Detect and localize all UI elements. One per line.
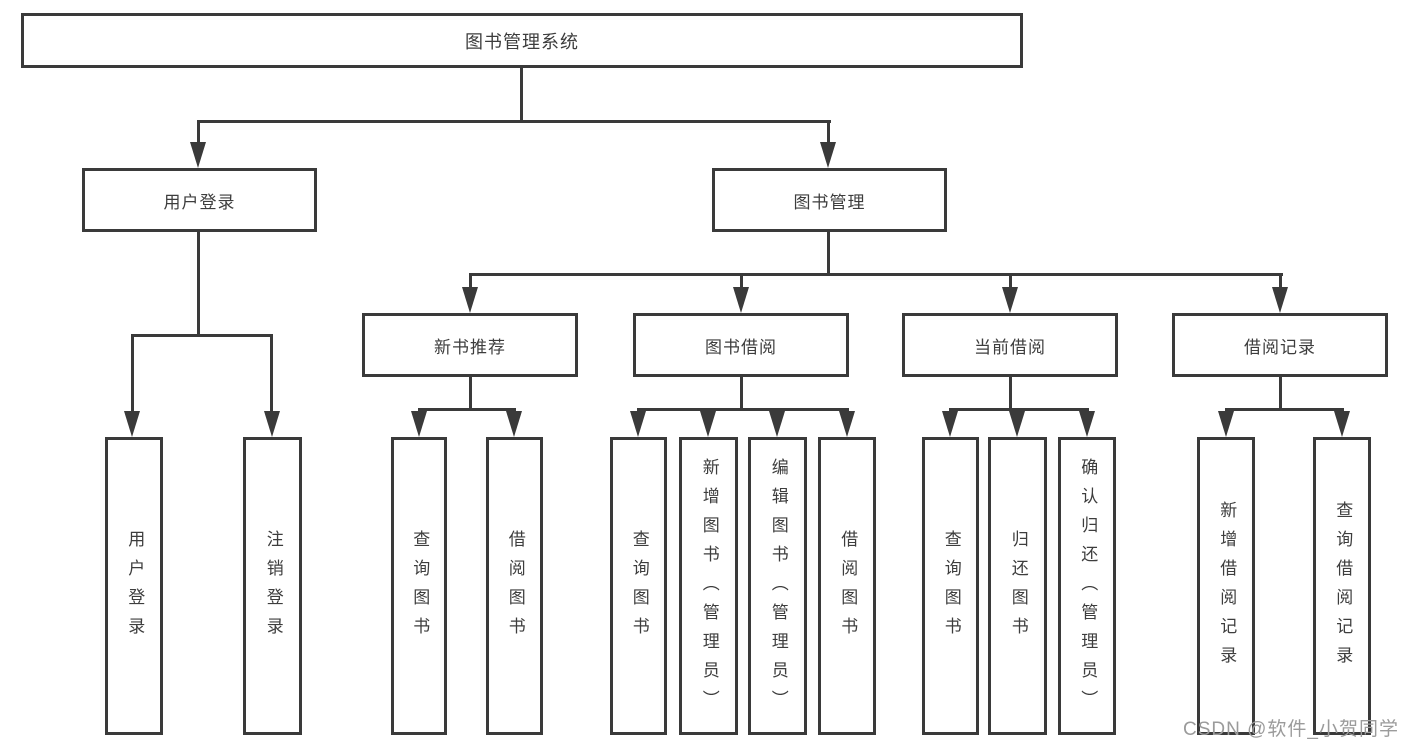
arrowhead-icon [506, 411, 522, 437]
arrowhead-icon [1002, 287, 1018, 313]
leaf-user-login: 用户登录 [105, 437, 163, 735]
arrowhead-icon [462, 287, 478, 313]
connector-line [520, 68, 523, 123]
leaf-borrow-books: 借阅图书 [818, 437, 876, 735]
node-root-library-system: 图书管理系统 [21, 13, 1023, 68]
connector-line [740, 273, 743, 293]
connector-line [740, 377, 743, 411]
leaf-query-borrow-record: 查询借阅记录 [1313, 437, 1371, 735]
connector-line [1009, 273, 1012, 293]
connector-line [418, 408, 516, 411]
leaf-logout: 注销登录 [243, 437, 302, 735]
leaf-query-books-current: 查询图书 [922, 437, 979, 735]
connector-line [1225, 408, 1344, 411]
node-book-borrow: 图书借阅 [633, 313, 849, 377]
connector-line [131, 334, 273, 337]
connector-line [469, 273, 1283, 276]
leaf-borrow-books-recommend: 借阅图书 [486, 437, 543, 735]
arrowhead-icon [820, 142, 836, 168]
arrowhead-icon [1009, 411, 1025, 437]
arrowhead-icon [700, 411, 716, 437]
connector-line [197, 232, 200, 337]
arrowhead-icon [769, 411, 785, 437]
arrowhead-icon [1272, 287, 1288, 313]
connector-line [270, 334, 273, 416]
arrowhead-icon [942, 411, 958, 437]
leaf-return-books: 归还图书 [988, 437, 1047, 735]
connector-line [637, 408, 849, 411]
arrowhead-icon [1079, 411, 1095, 437]
connector-line [1279, 377, 1282, 411]
node-current-borrow: 当前借阅 [902, 313, 1118, 377]
arrowhead-icon [1334, 411, 1350, 437]
connector-line [469, 377, 472, 411]
leaf-confirm-return-admin: 确认归还（管理员） [1058, 437, 1116, 735]
arrowhead-icon [264, 411, 280, 437]
arrowhead-icon [839, 411, 855, 437]
leaf-add-borrow-record: 新增借阅记录 [1197, 437, 1255, 735]
connector-line [827, 232, 830, 276]
connector-line [197, 120, 831, 123]
node-new-book-recommend: 新书推荐 [362, 313, 578, 377]
connector-line [131, 334, 134, 416]
arrowhead-icon [124, 411, 140, 437]
leaf-edit-books-admin: 编辑图书（管理员） [748, 437, 807, 735]
leaf-add-books-admin: 新增图书（管理员） [679, 437, 738, 735]
connector-line [1279, 273, 1282, 293]
arrowhead-icon [190, 142, 206, 168]
connector-line [469, 273, 472, 293]
csdn-watermark: CSDN @软件_小贺同学 [1183, 719, 1399, 740]
connector-line [827, 120, 830, 148]
arrowhead-icon [733, 287, 749, 313]
arrowhead-icon [630, 411, 646, 437]
leaf-query-books-recommend: 查询图书 [391, 437, 447, 735]
arrowhead-icon [1218, 411, 1234, 437]
connector-line [1009, 377, 1012, 411]
arrowhead-icon [411, 411, 427, 437]
node-borrow-records: 借阅记录 [1172, 313, 1388, 377]
leaf-query-books-borrow: 查询图书 [610, 437, 667, 735]
node-user-login: 用户登录 [82, 168, 317, 232]
connector-line [949, 408, 1089, 411]
connector-line [197, 120, 200, 148]
node-book-management: 图书管理 [712, 168, 947, 232]
